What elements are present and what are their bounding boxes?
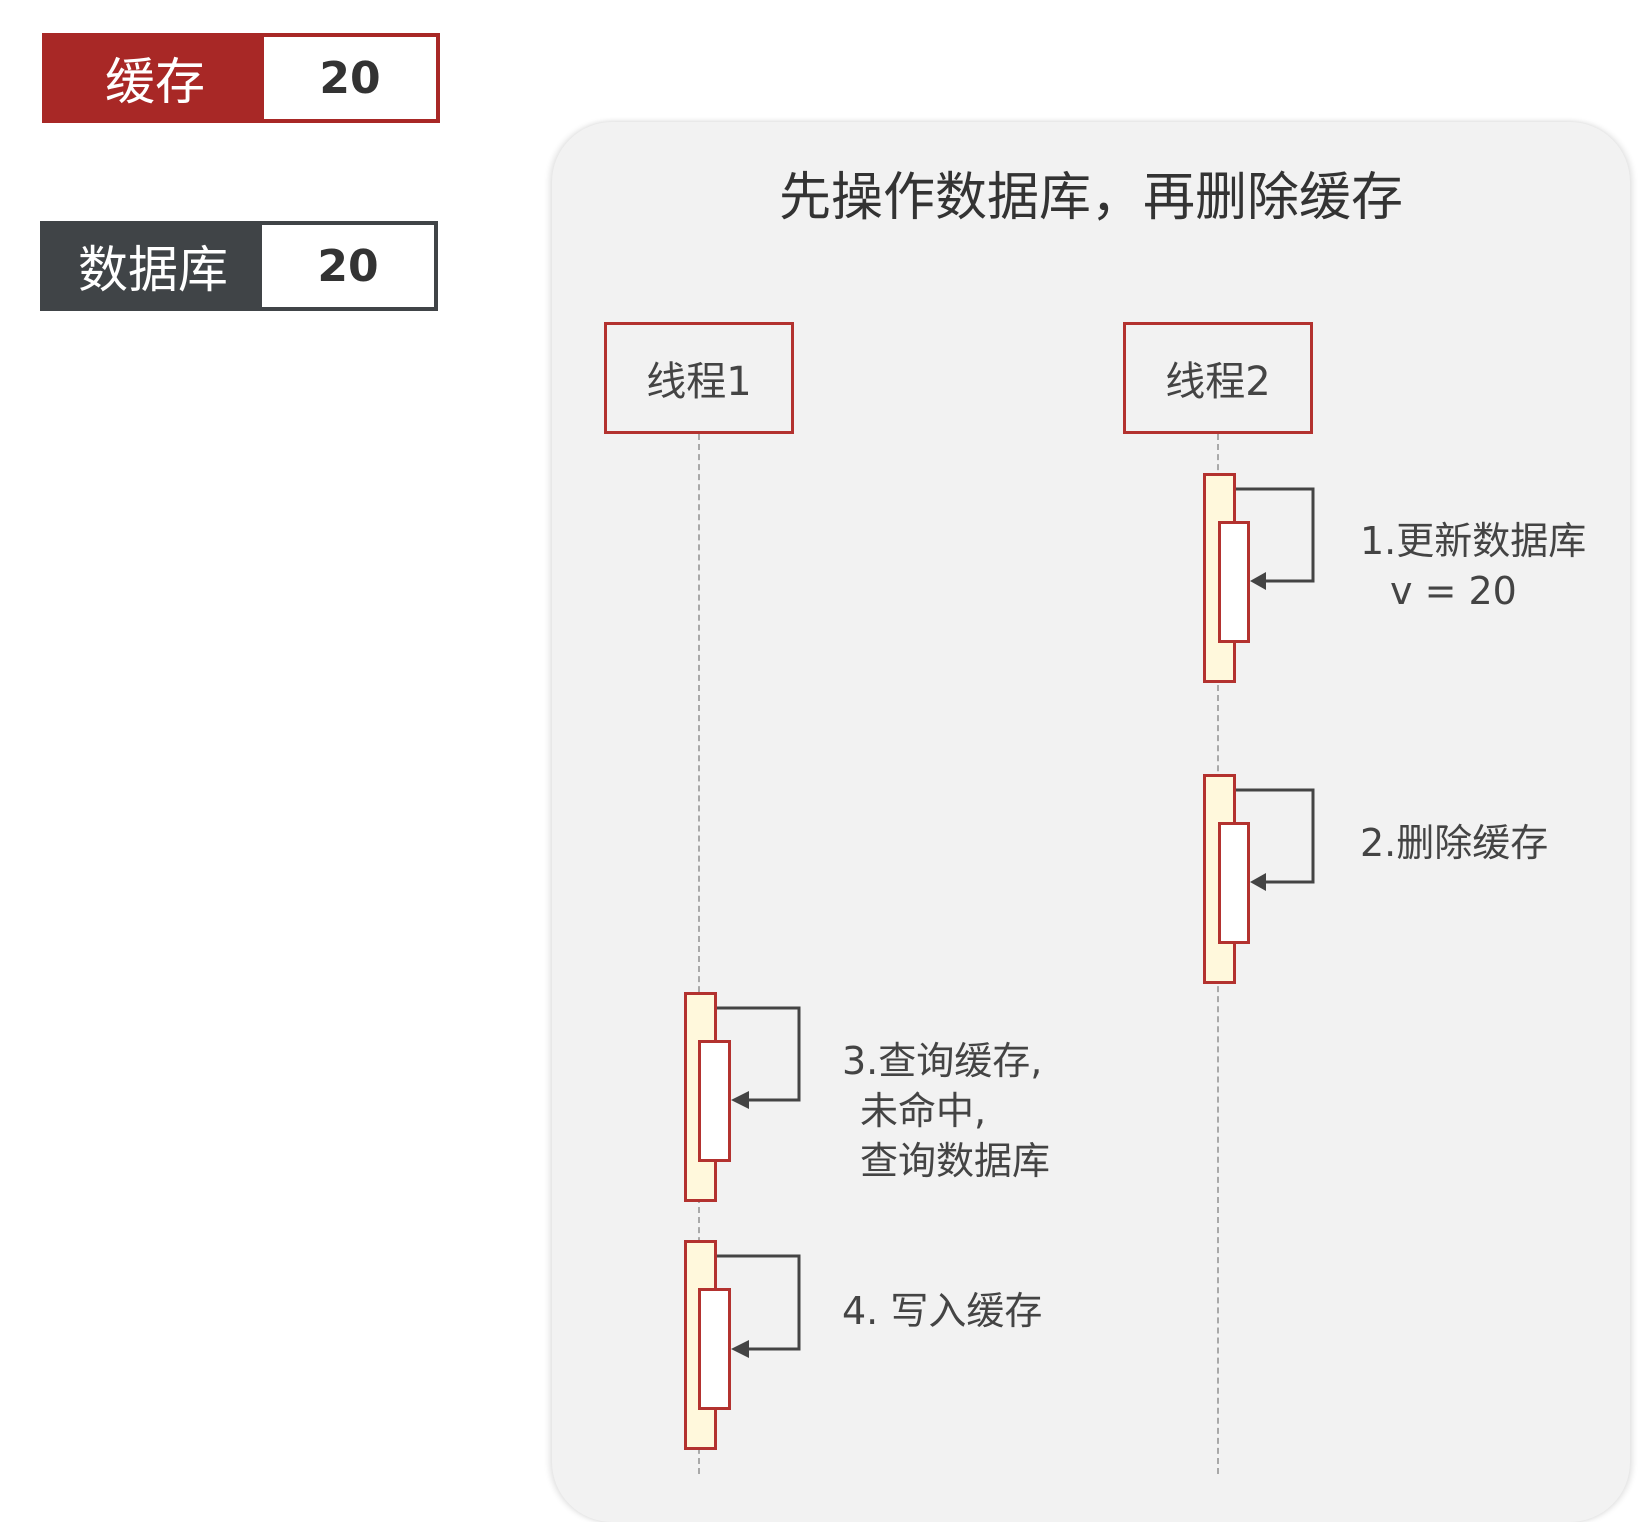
step1-line2: v = 20 xyxy=(1390,569,1517,613)
step1-line1: 1.更新数据库 xyxy=(1360,519,1587,563)
activation-inner-step4 xyxy=(698,1288,731,1410)
step3-line2: 未命中, xyxy=(860,1089,987,1133)
step2-label: 2.删除缓存 xyxy=(1360,818,1548,868)
step1-label: 1.更新数据库 v = 20 xyxy=(1360,516,1586,616)
database-label: 数据库 xyxy=(44,225,262,307)
activation-inner-step2 xyxy=(1218,822,1250,944)
lifeline-thread1 xyxy=(698,434,700,1474)
step4-label: 4. 写入缓存 xyxy=(842,1286,1042,1336)
actor-thread1: 线程1 xyxy=(604,322,794,434)
database-value: 20 xyxy=(262,225,434,307)
activation-inner-step1 xyxy=(1218,521,1250,643)
database-value-box: 数据库 20 xyxy=(40,221,438,311)
step3-label: 3.查询缓存, 未命中, 查询数据库 xyxy=(842,1036,1050,1186)
cache-value-box: 缓存 20 xyxy=(42,33,440,123)
activation-inner-step3 xyxy=(698,1040,731,1162)
cache-label: 缓存 xyxy=(46,37,264,119)
step4-line1: 4. 写入缓存 xyxy=(842,1289,1043,1333)
step2-line1: 2.删除缓存 xyxy=(1360,821,1549,865)
cache-value: 20 xyxy=(264,37,436,119)
step3-line1: 3.查询缓存, xyxy=(842,1039,1043,1083)
step3-line3: 查询数据库 xyxy=(860,1139,1051,1183)
actor-thread2: 线程2 xyxy=(1123,322,1313,434)
diagram-title: 先操作数据库，再删除缓存 xyxy=(778,168,1403,228)
